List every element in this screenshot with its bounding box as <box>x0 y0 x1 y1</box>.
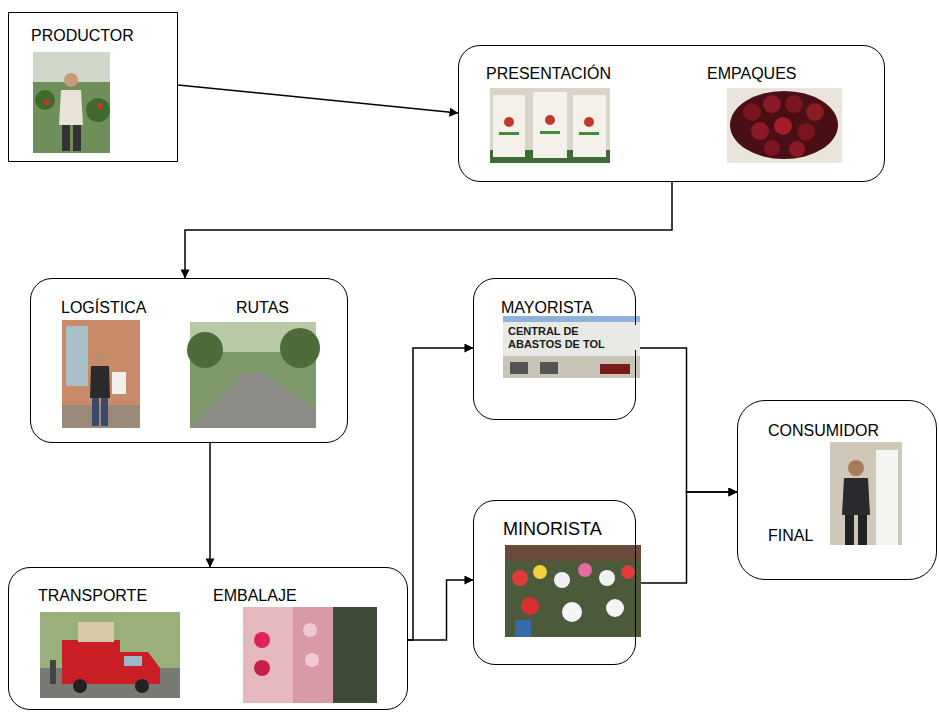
stage-label: MAYORISTA <box>501 298 593 317</box>
stage-box: CONSUMIDOR FINAL <box>737 400 937 580</box>
flow-arrow <box>185 182 672 278</box>
flower-stall-photo <box>505 545 641 637</box>
flow-arrow <box>408 580 473 640</box>
stage-label: RUTAS <box>236 298 289 317</box>
stage-box: MINORISTA <box>473 500 636 665</box>
road-photo <box>187 322 320 428</box>
stage-label: MINORISTA <box>503 519 602 541</box>
process-box: PRODUCTOR <box>8 12 178 162</box>
stage-label: EMPAQUES <box>707 64 797 83</box>
roses-photo <box>727 88 842 163</box>
market-photo <box>503 316 640 378</box>
stage-label: FINAL <box>768 526 813 545</box>
truck-photo <box>40 612 180 698</box>
stage-box: LOGÍSTICA RUTAS <box>30 278 348 443</box>
stage-label: TRANSPORTE <box>38 586 147 605</box>
sign-text: CENTRAL DE ABASTOS DE TOL <box>506 325 636 350</box>
flow-arrow <box>209 443 211 567</box>
stage-label: PRESENTACIÓN <box>486 64 611 83</box>
logistics-photo <box>62 320 140 428</box>
flow-arrow <box>178 85 458 113</box>
flow-arrow <box>408 348 473 640</box>
packed-flowers-photo <box>243 607 377 703</box>
flow-arrow <box>636 348 737 492</box>
flow-arrow <box>636 492 737 583</box>
packaging-photo <box>490 88 610 163</box>
stage-box: PRESENTACIÓN EMPAQUES <box>458 45 885 182</box>
stage-label: LOGÍSTICA <box>61 298 146 317</box>
stage-box: TRANSPORTE EMBALAJE <box>8 567 408 710</box>
producer-photo <box>33 52 110 153</box>
stage-label: CONSUMIDOR <box>768 421 879 440</box>
stage-label: PRODUCTOR <box>31 26 134 45</box>
stage-label: EMBALAJE <box>213 586 297 605</box>
consumer-photo <box>830 442 902 545</box>
